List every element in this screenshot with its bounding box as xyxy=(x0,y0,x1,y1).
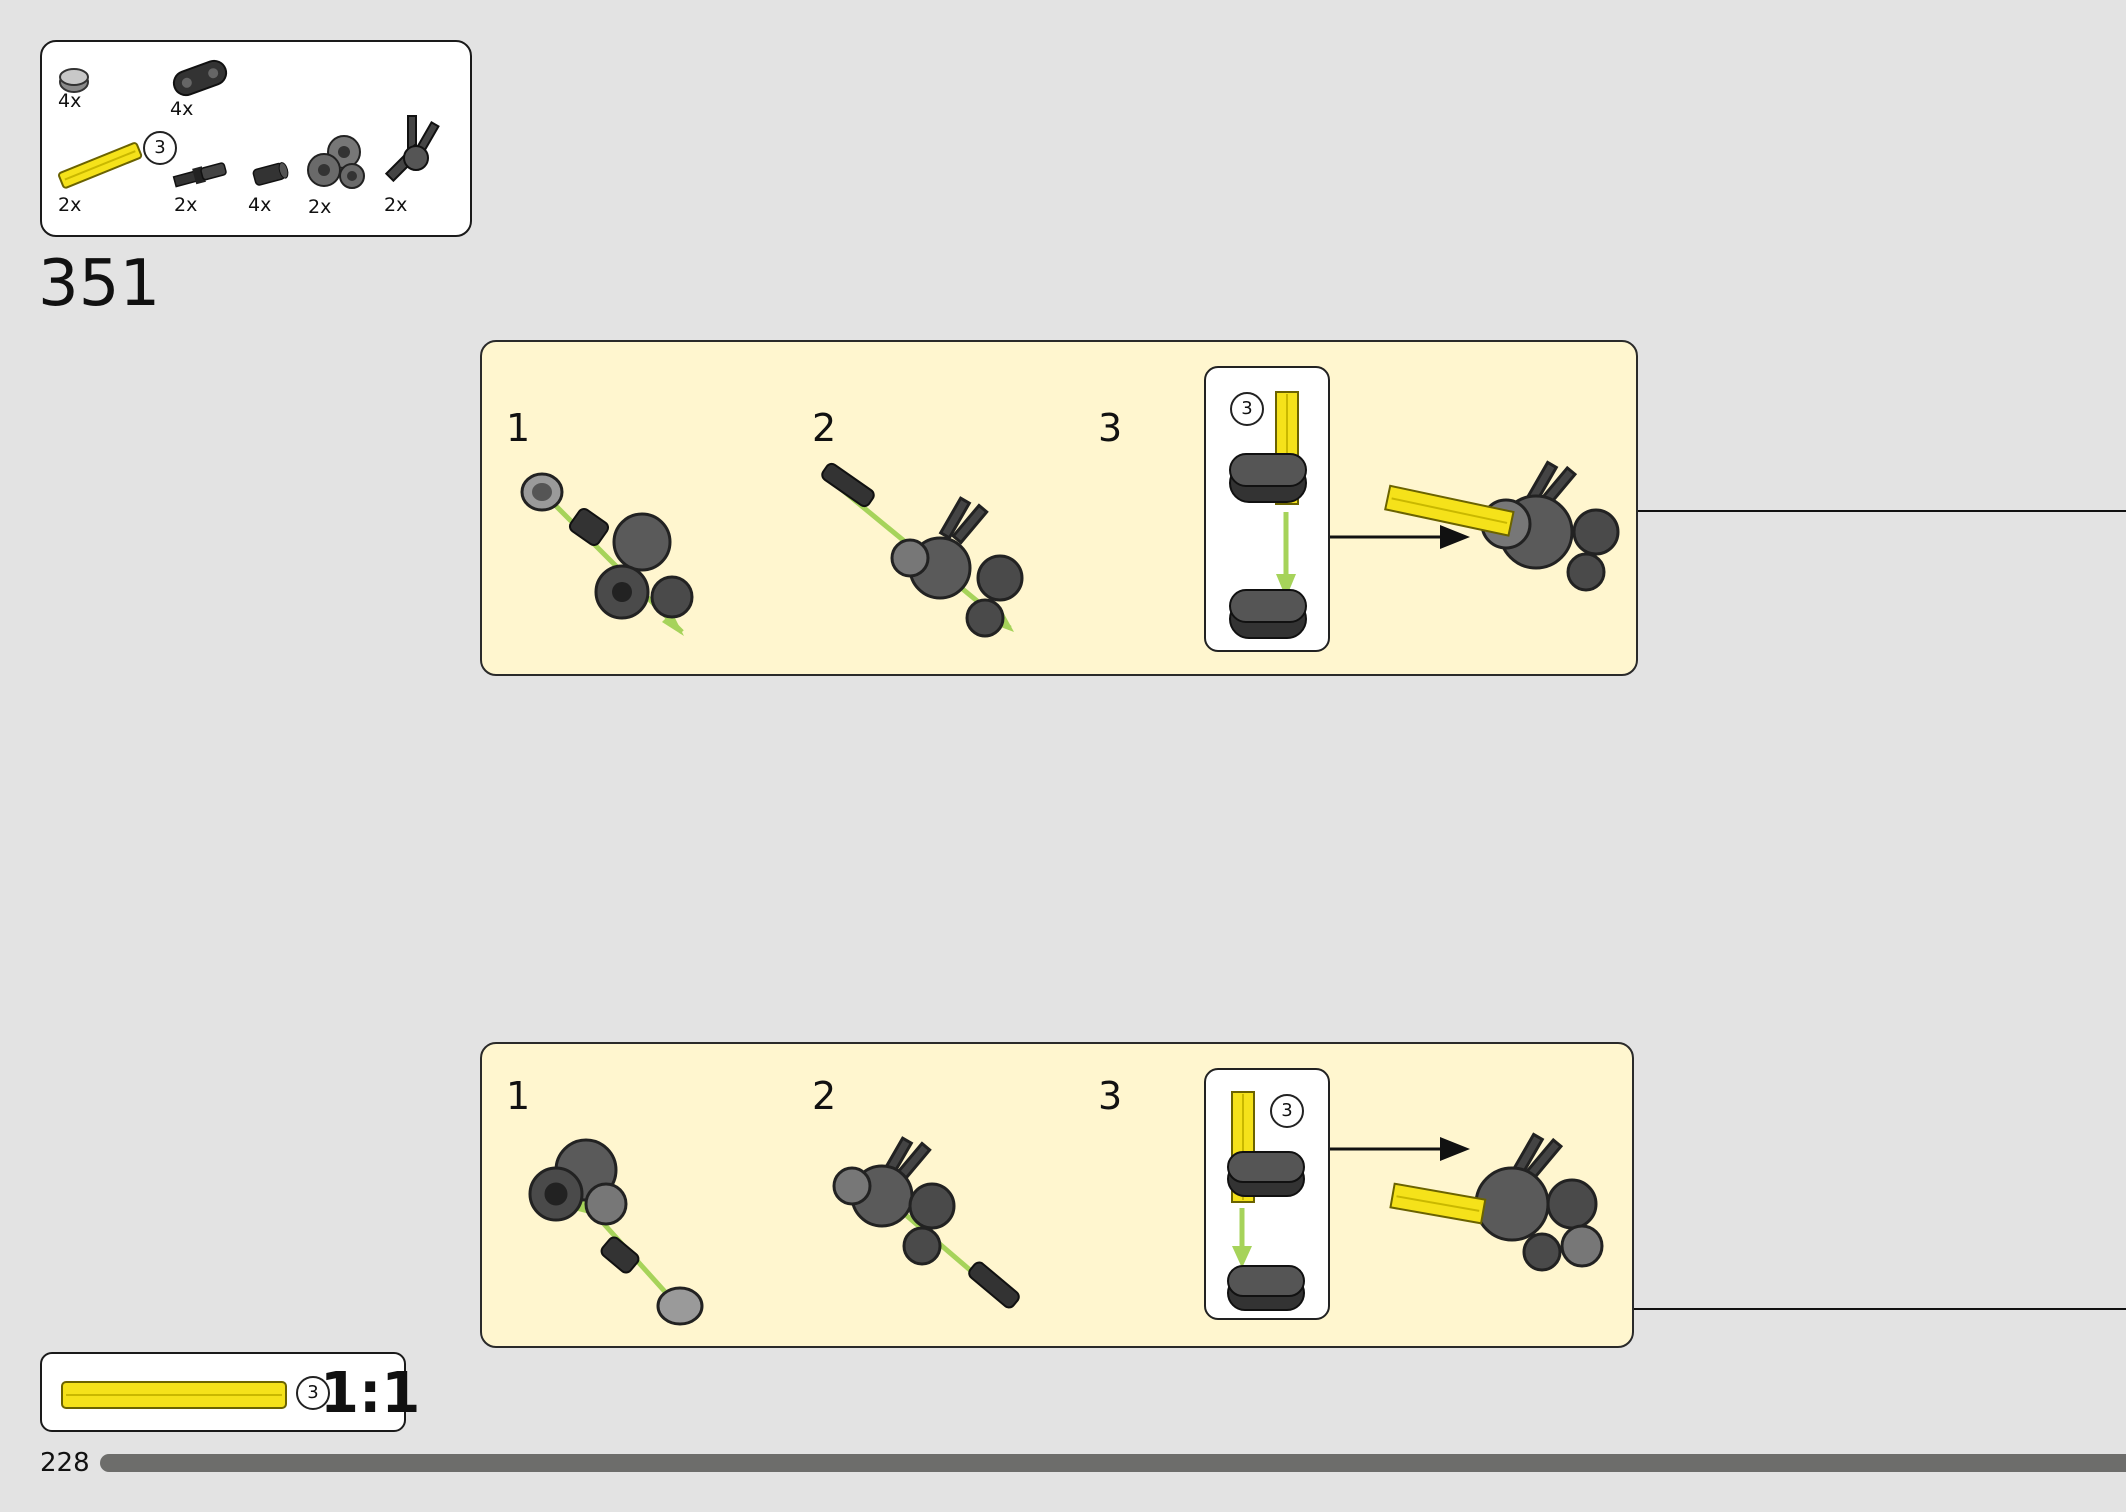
part-qty: 2x xyxy=(174,194,198,216)
callout-2: 1 2 3 3 xyxy=(480,1042,1634,1348)
subassembly-box: 3 xyxy=(1204,1068,1330,1320)
assembly-illustration xyxy=(1389,1132,1604,1272)
substep-number: 3 xyxy=(1098,406,1123,450)
part-qty: 4x xyxy=(170,98,194,120)
part-qty: 2x xyxy=(58,194,82,216)
axle-length-badge: 3 xyxy=(143,131,177,165)
black-axle-pin-icon xyxy=(172,162,227,188)
progress-bar xyxy=(100,1454,2126,1472)
step-number: 351 xyxy=(38,247,161,321)
assembly-illustration xyxy=(821,462,1024,638)
callout-1: 1 2 3 3 xyxy=(480,340,1638,676)
subassembly-box: 3 xyxy=(1204,366,1330,652)
assembly-illustration xyxy=(520,472,694,636)
yellow-axle-3-icon xyxy=(58,142,143,189)
substep-number: 1 xyxy=(506,406,531,450)
parts-list: 4x 4x 3 2x 2x 4x xyxy=(40,40,472,237)
axle-length-badge: 3 xyxy=(1270,1094,1304,1128)
assembly-illustration xyxy=(1227,1091,1305,1311)
black-beam-2-icon xyxy=(172,59,228,97)
scale-label: 1:1 xyxy=(320,1361,421,1426)
grey-bush-icon xyxy=(59,68,89,93)
substep-number: 1 xyxy=(506,1074,531,1118)
yellow-axle-3-icon xyxy=(61,1381,287,1409)
assembly-illustration xyxy=(1229,391,1307,639)
substep-number: 2 xyxy=(812,1074,837,1118)
part-qty: 4x xyxy=(58,90,82,112)
axle-length-badge: 3 xyxy=(1230,392,1264,426)
assembly-illustration xyxy=(832,1136,1020,1309)
axle-length-badge: 3 xyxy=(296,1376,330,1410)
assembly-illustration xyxy=(528,1138,704,1326)
arrow-icon xyxy=(1330,525,1470,549)
page-number: 228 xyxy=(40,1448,90,1478)
substep-number: 3 xyxy=(1098,1074,1123,1118)
black-pin-icon xyxy=(252,162,289,186)
grey-cross-block-icon xyxy=(307,135,365,189)
part-qty: 2x xyxy=(384,194,408,216)
part-qty: 2x xyxy=(308,196,332,218)
substep-number: 2 xyxy=(812,406,837,450)
assembly-illustration xyxy=(1384,460,1620,592)
axle-ruler: 3 1:1 xyxy=(40,1352,420,1432)
black-angle-connector-icon xyxy=(384,115,440,183)
callout-pointer-line xyxy=(1638,510,2126,512)
part-qty: 4x xyxy=(248,194,272,216)
callout-pointer-line xyxy=(1634,1308,2126,1310)
arrow-icon xyxy=(1330,1137,1470,1161)
